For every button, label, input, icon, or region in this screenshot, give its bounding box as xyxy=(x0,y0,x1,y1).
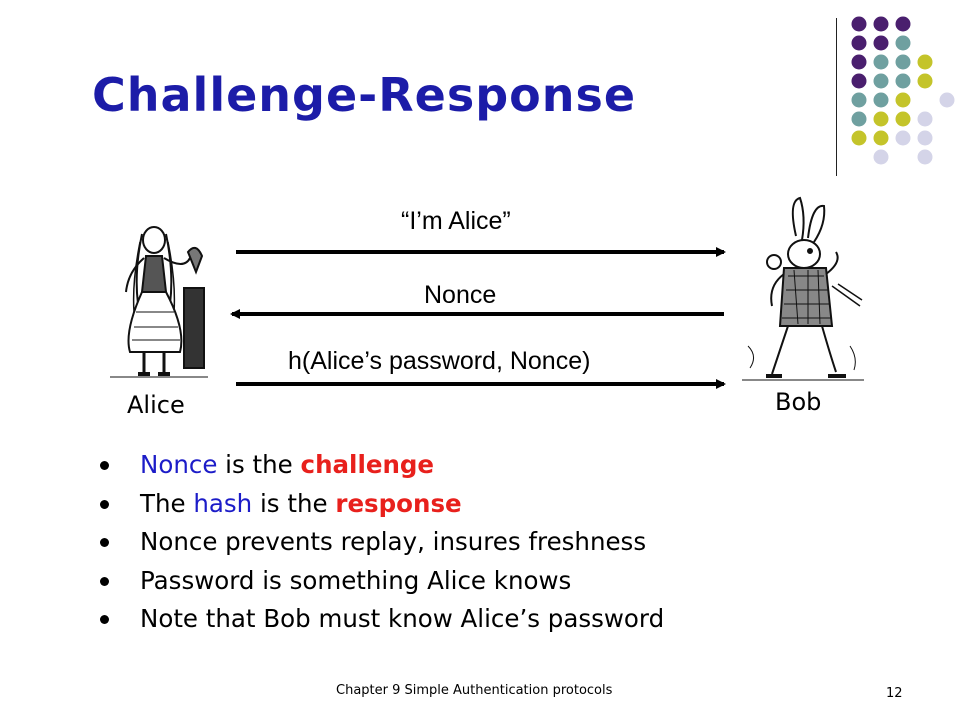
decorative-dot xyxy=(917,73,933,89)
decorative-dot xyxy=(873,16,889,32)
decorative-vertical-rule xyxy=(836,18,837,176)
decorative-dot xyxy=(873,73,889,89)
decorative-dot xyxy=(895,35,911,51)
bullet-list: Nonce is the challenge The hash is the r… xyxy=(100,446,664,639)
decorative-dot xyxy=(895,73,911,89)
decorative-dot xyxy=(895,92,911,108)
decorative-dot xyxy=(851,111,867,127)
bullet-text-segment: Password is something Alice knows xyxy=(140,565,572,595)
message-label-nonce: Nonce xyxy=(424,281,497,309)
bullet-item-bob-knows: Note that Bob must know Alice’s password xyxy=(100,600,664,639)
alice-name-label: Alice xyxy=(127,391,185,419)
bullet-text-segment: The xyxy=(140,488,194,518)
decorative-dot xyxy=(851,73,867,89)
message-label-im-alice: “I’m Alice” xyxy=(401,207,511,235)
decorative-dot xyxy=(917,149,933,165)
decorative-dot xyxy=(917,54,933,70)
decorative-dot xyxy=(895,54,911,70)
bullet-text-segment: response xyxy=(335,488,462,518)
bullet-item-challenge: Nonce is the challenge xyxy=(100,446,664,485)
slide-footer: Chapter 9 Simple Authentication protocol… xyxy=(336,683,613,698)
bullet-text-segment: challenge xyxy=(300,450,435,479)
decorative-dot xyxy=(873,54,889,70)
bullet-text-segment: is the xyxy=(217,450,301,479)
alice-illustration xyxy=(110,226,208,378)
decorative-dot xyxy=(851,16,867,32)
decorative-dot xyxy=(939,92,955,108)
message-label-hash: h(Alice’s password, Nonce) xyxy=(288,347,591,375)
bullet-item-response: The hash is the response xyxy=(100,485,664,524)
bullet-text-segment: Nonce prevents replay, insures freshness xyxy=(140,527,647,556)
bob-name-label: Bob xyxy=(775,388,822,416)
decorative-dot xyxy=(873,149,889,165)
bob-rabbit-illustration xyxy=(742,196,864,381)
decorative-dot xyxy=(873,111,889,127)
bullet-text-segment: Note that Bob must know Alice’s password xyxy=(140,604,665,633)
decorative-dot xyxy=(895,111,911,127)
bullet-text-segment: is the xyxy=(252,488,336,518)
decorative-dot xyxy=(917,130,933,146)
decorative-dot xyxy=(851,130,867,146)
decorative-dot xyxy=(895,130,911,146)
decorative-dot xyxy=(873,130,889,146)
bullet-text-segment: hash xyxy=(193,488,253,518)
page-number: 12 xyxy=(886,686,903,701)
decorative-dot xyxy=(917,111,933,127)
decorative-dot xyxy=(851,54,867,70)
bullet-item-replay: Nonce prevents replay, insures freshness xyxy=(100,523,664,562)
decorative-dot xyxy=(873,35,889,51)
decorative-dot xyxy=(851,35,867,51)
bullet-text-segment: Nonce xyxy=(140,450,218,479)
bullet-item-password-knows: Password is something Alice knows xyxy=(100,562,664,601)
decorative-dot xyxy=(851,92,867,108)
decorative-dot-grid xyxy=(851,16,955,165)
decorative-dot xyxy=(895,16,911,32)
decorative-dot xyxy=(873,92,889,108)
slide-title: Challenge-Response xyxy=(92,68,637,122)
